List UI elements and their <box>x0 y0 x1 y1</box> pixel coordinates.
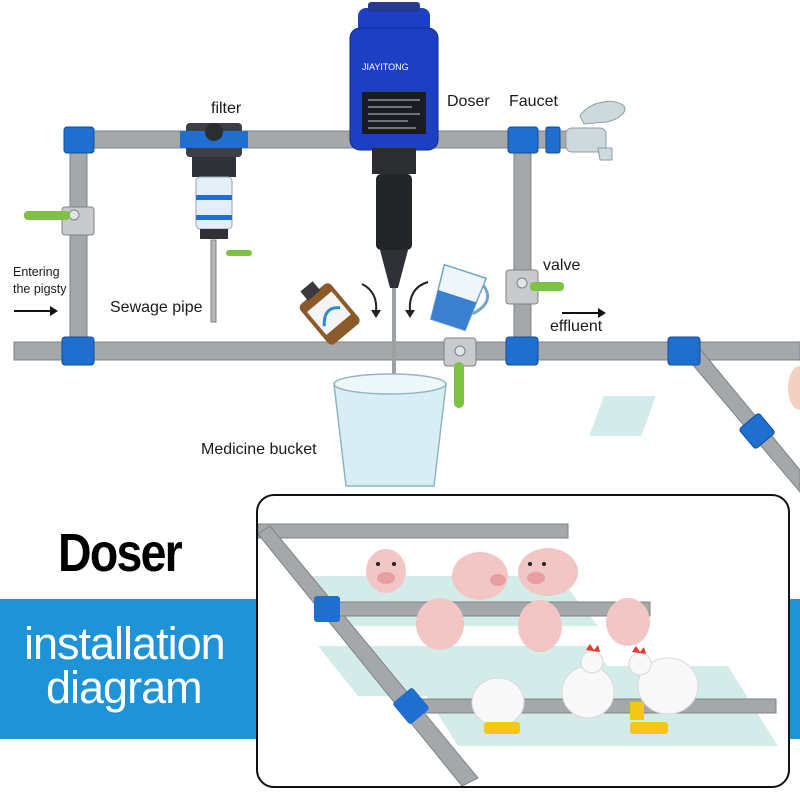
elbow-connector <box>63 126 95 154</box>
livestock-scene <box>258 523 778 786</box>
upper-pipe <box>71 130 523 149</box>
pig <box>452 552 508 600</box>
faucet-handle <box>579 100 626 125</box>
filter-ring <box>196 215 232 220</box>
doser-unit <box>349 2 439 396</box>
valve-stem <box>68 209 80 221</box>
medicine-bucket-label: Medicine bucket <box>201 441 317 458</box>
bucket-body <box>333 383 447 487</box>
elbow-connector <box>61 336 95 366</box>
pour-arrow <box>408 281 429 313</box>
doser-label: Doser <box>447 93 490 110</box>
drain-handle <box>226 250 252 256</box>
pig <box>518 548 578 596</box>
filter-knob <box>205 123 223 141</box>
cup-handle <box>471 285 490 316</box>
outlet-valve <box>505 269 564 305</box>
poultry-feeder <box>630 722 668 734</box>
measuring-cup <box>429 263 490 332</box>
pipe-connectors <box>61 126 775 449</box>
inlet-valve <box>24 206 95 236</box>
filter-unit <box>180 123 252 256</box>
effluent-label: effluent <box>550 318 603 335</box>
bucket-rim <box>333 373 447 395</box>
pour-arrowhead <box>371 310 381 318</box>
doser-label-text <box>368 99 420 129</box>
filter-label: filter <box>211 100 242 117</box>
doser-nozzle <box>380 250 408 288</box>
faucet-connector <box>545 126 561 154</box>
inset-top-pipe <box>258 523 569 539</box>
doser-injector <box>376 174 412 250</box>
doser-top-ribs <box>368 2 420 12</box>
pour-arrowhead <box>405 310 415 318</box>
pig <box>416 598 464 650</box>
valve-handle <box>530 282 564 291</box>
chicken <box>471 677 525 727</box>
bottle-label <box>307 291 351 335</box>
inset-connector <box>393 688 429 724</box>
faucet-body <box>565 127 607 153</box>
valve-label: valve <box>543 257 581 274</box>
outflow-arrow <box>562 308 606 318</box>
poultry-feeder <box>484 722 520 734</box>
sewage-pipe-label: Sewage pipe <box>110 299 203 316</box>
filter-bowl <box>195 176 233 230</box>
title-line-installation: installation <box>24 618 226 669</box>
medicine-bucket <box>333 373 447 487</box>
tee-connector <box>505 336 539 366</box>
left-riser-pipe <box>69 139 88 356</box>
doser-brand-label: JIAYITONG <box>362 62 409 72</box>
entering-pigsty-label: Entering the pigsty <box>13 265 67 296</box>
filter-cap <box>192 157 236 177</box>
inset-connector <box>314 596 340 622</box>
pour-arrow <box>361 283 378 313</box>
suction-tube <box>392 288 396 396</box>
doser-label-plate <box>362 92 426 134</box>
tee-connector <box>667 336 701 366</box>
pig <box>518 600 562 652</box>
diagonal-pipe <box>681 343 800 493</box>
bottle-neck <box>300 281 321 301</box>
main-pipe <box>13 341 800 361</box>
bypass-valve <box>443 337 477 408</box>
tee-connector <box>507 126 539 154</box>
poultry-drinker <box>630 702 644 720</box>
valve-handle <box>454 362 464 408</box>
valve-stem <box>454 345 466 357</box>
chicken <box>628 646 699 715</box>
pen-floor-glimpse <box>589 396 656 436</box>
animal-glimpse <box>788 366 800 410</box>
pig <box>366 549 406 593</box>
valve-stem <box>516 277 528 289</box>
livestock-inset <box>256 494 790 788</box>
inset-pig-pipe <box>319 601 651 617</box>
chicken <box>561 644 615 719</box>
faucet-spout <box>597 147 613 161</box>
valve-handle <box>24 211 70 220</box>
cup-liquid <box>430 290 477 331</box>
pig <box>606 598 650 646</box>
diagonal-connector <box>739 413 775 449</box>
faucet <box>565 100 626 161</box>
bottle-logo <box>322 306 341 327</box>
valve-riser-pipe <box>513 139 532 356</box>
chemical-bottle <box>299 281 360 345</box>
sewage-pipe <box>210 239 217 323</box>
diagram-title: Doser <box>58 523 183 583</box>
filter-ring <box>196 195 232 200</box>
inflow-arrow <box>14 306 58 316</box>
doser-collar <box>372 148 416 174</box>
title-line-diagram: diagram <box>46 662 203 713</box>
inset-diagonal-pipe <box>258 525 479 786</box>
faucet-label: Faucet <box>509 93 558 110</box>
filter-base <box>200 229 228 239</box>
